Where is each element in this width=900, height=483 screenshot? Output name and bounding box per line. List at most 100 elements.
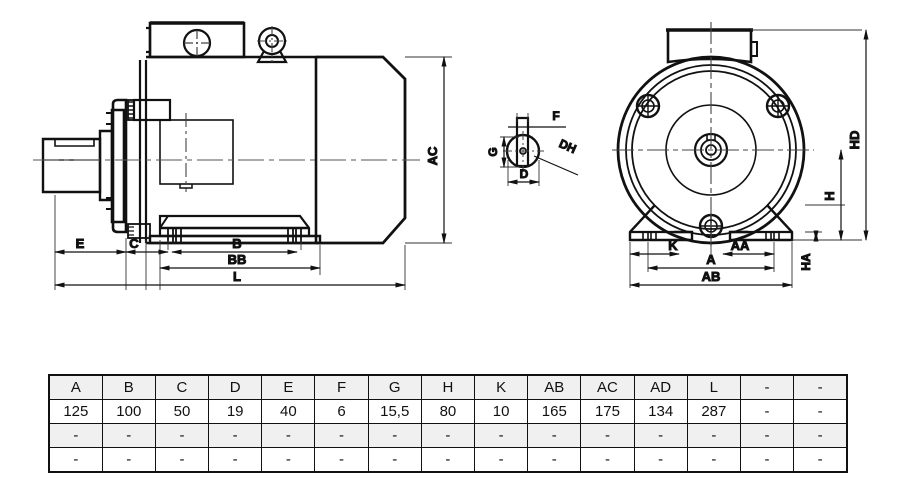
dimension-AB: AB	[628, 269, 794, 288]
table-cell: -	[48, 447, 103, 473]
stator-outline	[159, 113, 234, 192]
dimension-label-F: F	[552, 109, 559, 123]
drive-end-endshield	[106, 98, 128, 234]
dimension-label-G: G	[486, 147, 500, 156]
bolt-boss-right	[765, 93, 791, 119]
table-row: - - - - - - - - - - - - - - -	[48, 447, 848, 473]
table-cell: -	[527, 447, 582, 473]
dimension-F: F	[508, 109, 566, 128]
table-cell: 287	[686, 399, 741, 424]
dimension-DH: DH	[533, 136, 579, 176]
table-cell: -	[633, 447, 688, 473]
table-cell: -	[367, 423, 422, 448]
dimension-label-AB: AB	[702, 269, 721, 284]
table-cell: 6	[314, 399, 369, 424]
dimension-label-A: A	[706, 252, 716, 267]
table-header-cell: H	[420, 374, 476, 400]
table-cell: -	[739, 447, 795, 473]
bolt-boss-left	[635, 93, 661, 119]
dimension-table-body: A B C D E F G H K AB AC AD L - - 125 100…	[48, 374, 848, 473]
front-terminal-box	[666, 28, 758, 64]
table-header-cell: -	[793, 374, 848, 400]
table-cell: -	[101, 423, 156, 448]
table-cell: -	[261, 447, 316, 473]
table-cell: -	[101, 447, 156, 473]
extension-lines-front	[629, 29, 862, 288]
dimension-label-L: L	[233, 269, 241, 284]
dimension-label-K: K	[668, 238, 678, 253]
table-cell: 10	[473, 399, 529, 424]
table-header-row: A B C D E F G H K AB AC AD L - -	[48, 374, 848, 400]
dimension-label-DH: DH	[557, 136, 579, 156]
table-cell: -	[739, 399, 795, 424]
dimension-label-HA: HA	[799, 253, 813, 271]
dimension-label-AA: AA	[731, 238, 750, 253]
table-header-cell: D	[208, 374, 263, 400]
table-cell: 19	[208, 399, 263, 424]
table-header-cell: F	[314, 374, 369, 400]
table-cell: 50	[154, 399, 210, 424]
mounting-foot-left	[628, 204, 694, 242]
table-cell: 80	[420, 399, 476, 424]
table-cell: -	[527, 423, 582, 448]
dimension-AA: AA	[721, 238, 776, 257]
table-cell: -	[314, 423, 369, 448]
table-cell: 15,5	[367, 399, 422, 424]
fan-cowl	[316, 55, 407, 245]
table-cell: -	[473, 447, 529, 473]
table-cell: -	[208, 447, 263, 473]
dimension-D: D	[506, 160, 541, 186]
table-cell: -	[367, 447, 422, 473]
table-cell: -	[686, 447, 741, 473]
front-elevation-view: K AA A AB HA	[612, 22, 869, 288]
table-header-cell: L	[686, 374, 741, 400]
dimension-K: K	[628, 238, 681, 257]
bearing-cap	[127, 98, 172, 122]
dimension-E: E	[53, 236, 128, 255]
table-cell: -	[580, 447, 635, 473]
technical-drawing-canvas: AC E C	[33, 21, 869, 290]
dimension-label-AC: AC	[425, 146, 440, 165]
table-header-cell: K	[473, 374, 529, 400]
table-cell: 175	[580, 399, 635, 424]
table-header-cell: C	[154, 374, 210, 400]
dimension-label-E: E	[76, 236, 85, 251]
table-header-cell: B	[101, 374, 156, 400]
dimension-label-C: C	[129, 236, 139, 251]
table-header-cell: AC	[580, 374, 635, 400]
table-cell: 100	[101, 399, 156, 424]
table-cell: -	[154, 447, 210, 473]
shaft-shoulder	[98, 129, 114, 202]
dimension-label-BB: BB	[228, 252, 247, 267]
dimension-label-B: B	[232, 236, 241, 251]
table-cell: -	[48, 423, 103, 448]
lifting-eye	[256, 26, 288, 64]
terminal-box	[146, 21, 246, 59]
table-cell: -	[420, 447, 476, 473]
table-cell: -	[793, 423, 848, 448]
table-header-cell: AD	[633, 374, 688, 400]
table-cell: 125	[48, 399, 103, 424]
table-cell: -	[154, 423, 210, 448]
table-header-cell: -	[739, 374, 795, 400]
mounting-foot-base	[148, 214, 322, 245]
table-cell: 134	[633, 399, 688, 424]
dimension-BB: BB	[158, 252, 322, 271]
dimension-label-H: H	[822, 191, 837, 200]
shaft-key-block	[515, 116, 530, 168]
dimension-label-HD: HD	[847, 131, 862, 150]
table-cell: -	[473, 423, 529, 448]
table-row: - - - - - - - - - - - - - - -	[48, 423, 848, 448]
dimension-label-D: D	[520, 167, 529, 181]
table-cell: -	[793, 399, 848, 424]
mounting-foot-right	[728, 204, 794, 242]
table-cell: 40	[261, 399, 316, 424]
shaft-key-detail-view: F G D DH	[486, 109, 579, 186]
extension-lines-side	[54, 195, 406, 290]
table-header-cell: AB	[527, 374, 582, 400]
table-cell: -	[314, 447, 369, 473]
dimension-HA: HA	[799, 230, 819, 271]
table-cell: -	[633, 423, 688, 448]
dimension-C: C	[124, 236, 170, 255]
dimension-HD: HD	[847, 28, 869, 242]
